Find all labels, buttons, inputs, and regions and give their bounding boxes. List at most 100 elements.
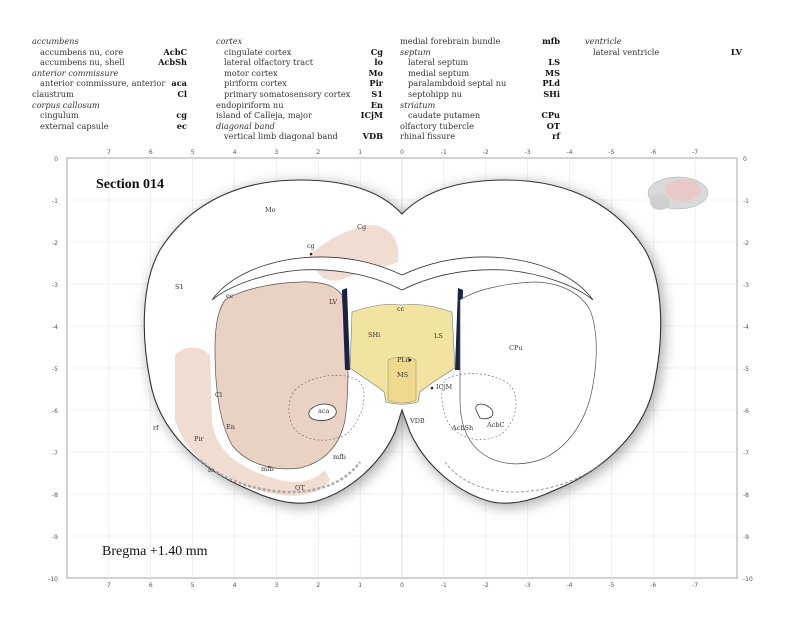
y-tick-left: -10 [48, 576, 58, 583]
brain-orientation-thumbnail [647, 176, 709, 210]
legend-category: corpus callosum [32, 99, 100, 110]
legend-entry-abbr: En [370, 99, 383, 110]
legend-entry-name: cingulate cortex [224, 46, 292, 57]
label-AcbSh: AcbSh [451, 424, 473, 432]
legend-entry-abbr: Mo [368, 67, 383, 78]
legend-category: diagonal band [216, 120, 275, 131]
legend-entry-name: lateral ventricle [593, 46, 660, 57]
x-tick-bottom: -4 [567, 582, 573, 589]
label-MS: MS [397, 371, 408, 379]
legend-entry: accumbens nu, shell AcbSh [32, 57, 187, 68]
legend-entry-name: septohipp nu [408, 88, 463, 99]
anterior-commissure-left [308, 403, 337, 421]
anterior-commissure-right [475, 403, 494, 420]
legend-entry-name: paralambdoid septal nu [408, 78, 507, 89]
legend-entry: island of Calleja, major ICjM [216, 110, 383, 121]
x-tick-bottom: 6 [149, 582, 153, 589]
legend-entry-abbr: SHi [543, 88, 560, 99]
legend-entry-abbr: S1 [371, 88, 383, 99]
y-tick-right: -7 [743, 450, 749, 457]
label-aca: aca [318, 407, 330, 415]
accumbens-shell-outline [288, 375, 365, 441]
olfactory-tubercle-left [199, 459, 361, 494]
y-tick-left: -2 [52, 240, 58, 247]
lateral-cortex-tint [175, 347, 330, 496]
legend-entry-name: rhinal fissure [400, 131, 456, 142]
label-Mo: Mo [265, 206, 276, 214]
x-tick-bottom: -3 [525, 582, 531, 589]
legend-entry: primary somatosensory cortex S1 [216, 89, 383, 100]
x-tick-bottom: -1 [441, 582, 447, 589]
legend-entry-name: piriform cortex [224, 78, 287, 89]
x-tick-top: -6 [650, 149, 656, 156]
y-tick-right: -9 [743, 534, 749, 541]
x-tick-top: 3 [274, 149, 278, 156]
legend-entry-name: accumbens nu, core [40, 46, 124, 57]
label-ICjM: ICjM [436, 383, 453, 391]
legend-entry-abbr: AcbC [163, 46, 187, 57]
y-tick-right: -6 [743, 408, 749, 415]
legend-category: ventricle [585, 36, 622, 46]
y-tick-left: 0 [54, 156, 58, 163]
legend-entry-abbr: Pir [369, 78, 383, 89]
y-tick-left: -3 [52, 282, 58, 289]
legend-entry: piriform cortex Pir [216, 78, 383, 89]
legend-entry-name: external capsule [40, 120, 109, 131]
y-tick-left: -7 [52, 450, 58, 457]
x-tick-top: -4 [567, 149, 573, 156]
legend-category: striatum [400, 99, 436, 110]
legend-category: septum [400, 46, 431, 57]
legend-entry-name: accumbens nu, shell [40, 57, 125, 68]
septum-region [349, 303, 456, 405]
striatum-left [214, 281, 349, 470]
legend-entry-name: island of Calleja, major [216, 110, 312, 121]
legend-category: cortex [216, 36, 243, 46]
legend-entry-abbr: aca [171, 78, 187, 89]
x-tick-top: 2 [316, 149, 320, 156]
legend-entry-abbr: cg [176, 110, 187, 121]
legend-entry-abbr: LS [548, 57, 560, 68]
x-tick-bottom: 7 [107, 582, 111, 589]
legend-category: accumbens [32, 36, 79, 46]
label-CPu: CPu [509, 344, 523, 352]
y-tick-right: -2 [743, 240, 749, 247]
y-tick-left: -6 [52, 408, 58, 415]
y-tick-right: -10 [743, 576, 753, 583]
axis-ticks: 7766554433221100-1-1-2-2-3-3-4-4-5-5-6-6… [48, 149, 753, 589]
x-tick-bottom: -5 [608, 582, 614, 589]
legend-entry-abbr: PLd [542, 78, 560, 89]
legend-entry-abbr: OT [546, 120, 560, 131]
legend-entry-abbr: ICjM [360, 110, 383, 121]
label-En: En [226, 423, 235, 431]
brain-atlas-section: 7766554433221100-1-1-2-2-3-3-4-4-5-5-6-6… [48, 149, 753, 589]
label-OT: OT [295, 484, 305, 492]
legend-entry: cingulate cortex Cg [216, 47, 383, 58]
corpus-callosum [211, 256, 594, 301]
legend-entry-abbr: Cg [370, 46, 383, 57]
y-tick-right: -3 [743, 282, 749, 289]
x-tick-top: -7 [692, 149, 698, 156]
legend-entry-name: primary somatosensory cortex [224, 88, 351, 99]
legend-entry-abbr: AcbSh [158, 57, 187, 68]
x-tick-bottom: 1 [358, 582, 362, 589]
legend-entry-abbr: rf [552, 131, 560, 142]
y-tick-left: -9 [52, 534, 58, 541]
legend-entry-name: lateral olfactory tract [224, 57, 314, 68]
x-tick-top: -3 [525, 149, 531, 156]
medial-septum [387, 356, 417, 404]
legend-entry-name: caudate putamen [408, 110, 481, 121]
x-tick-top: 4 [233, 149, 237, 156]
label-LS-right: LS [434, 332, 443, 340]
y-tick-left: -4 [52, 324, 58, 331]
legend-entry: lateral septum LS [400, 57, 560, 68]
x-tick-top: 5 [191, 149, 195, 156]
legend-entry-abbr: CPu [541, 110, 560, 121]
legend-entry-name: lateral septum [408, 57, 469, 68]
